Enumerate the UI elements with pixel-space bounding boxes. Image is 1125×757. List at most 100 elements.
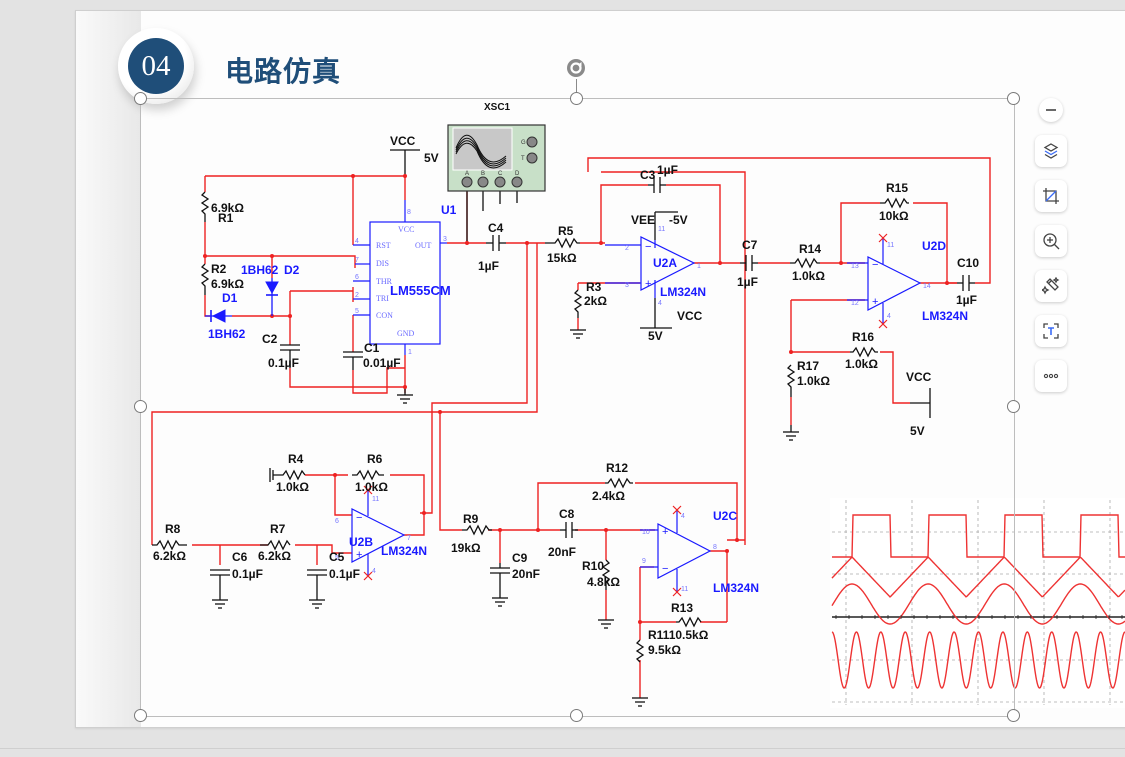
triangle-wave-trace <box>831 556 1125 598</box>
vcc-value: 5V <box>910 424 925 438</box>
rotate-handle-icon[interactable] <box>565 57 587 79</box>
resize-handle-left[interactable] <box>134 400 147 413</box>
svg-text:10: 10 <box>642 529 650 536</box>
c2-value: 0.1µF <box>268 356 299 370</box>
minus-sign: − <box>645 241 651 253</box>
u1-part: LM555CM <box>390 283 451 298</box>
d1-part: 1BH62 <box>208 327 246 341</box>
layers-button[interactable] <box>1035 135 1067 167</box>
chip-u1[interactable]: VCC RST OUT DIS THR TRI CON GND 8 4 3 7 … <box>353 200 457 356</box>
c9-ref: C9 <box>512 551 528 565</box>
plus-sign: + <box>872 296 878 308</box>
opamp-u2b[interactable]: − + <box>351 490 406 575</box>
r9-value: 19kΩ <box>451 541 481 555</box>
u2c-ref: U2C <box>713 509 737 523</box>
resize-handle-bottom-left[interactable] <box>134 709 147 722</box>
u2d-part: LM324N <box>922 309 968 323</box>
square-wave-trace <box>832 514 1125 558</box>
terminal-label: G <box>521 140 526 146</box>
d2-ref: D2 <box>284 263 300 277</box>
layers-icon <box>1043 143 1059 159</box>
c7-ref: C7 <box>742 238 758 252</box>
svg-text:7: 7 <box>407 535 411 542</box>
svg-text:4: 4 <box>372 568 376 575</box>
svg-text:12: 12 <box>851 300 859 307</box>
zoom-in-button[interactable] <box>1035 225 1067 257</box>
channel-label: B <box>481 171 485 177</box>
pin-num: 2 <box>355 292 359 299</box>
vee-value: -5V <box>669 213 688 227</box>
c10-value: 1µF <box>956 293 977 307</box>
u2b-part: LM324N <box>381 544 427 558</box>
sine-wave-trace <box>831 583 1125 625</box>
slide-title[interactable]: 电路仿真 <box>225 55 342 88</box>
r17-ref: R17 <box>797 359 819 373</box>
svg-text:11: 11 <box>681 586 688 593</box>
r3-value: 2kΩ <box>584 294 607 308</box>
r2-ref: R2 <box>211 262 227 276</box>
u2d-ref: U2D <box>922 239 946 253</box>
c9-value: 20nF <box>512 567 540 581</box>
r4-value: 1.0kΩ <box>276 480 309 494</box>
more-icon <box>1043 373 1059 379</box>
pin-num: 1 <box>408 349 412 356</box>
svg-text:8: 8 <box>713 544 717 551</box>
rotate-stem <box>576 79 577 93</box>
magic-wand-button[interactable] <box>1035 270 1067 302</box>
svg-text:14: 14 <box>923 283 931 290</box>
c8-value: 20nF <box>548 545 576 559</box>
magic-wand-icon <box>1042 277 1060 295</box>
pin-label-dis: DIS <box>376 259 389 268</box>
c8-ref: C8 <box>559 507 575 521</box>
pin-label-thr: THR <box>376 277 393 286</box>
c3-ref: C3 <box>640 168 656 182</box>
crop-button[interactable] <box>1035 180 1067 212</box>
resize-handle-top-right[interactable] <box>1007 92 1020 105</box>
minus-icon <box>1046 109 1056 111</box>
c4-value: 1µF <box>478 259 499 273</box>
opamp-u2c[interactable]: + − <box>640 510 712 592</box>
c1-value: 0.01µF <box>363 356 401 370</box>
diode-d1 <box>205 309 232 323</box>
c6-value: 0.1µF <box>232 567 263 581</box>
vcc-label: VCC <box>906 370 932 384</box>
d1-ref: D1 <box>222 291 238 305</box>
r17-value: 1.0kΩ <box>797 374 830 388</box>
u1-ref: U1 <box>441 203 457 217</box>
oscilloscope-xsc1[interactable]: A B C D G T XSC1 <box>447 102 546 192</box>
resize-handle-top-left[interactable] <box>134 92 147 105</box>
collapse-button[interactable] <box>1039 98 1063 122</box>
resize-handle-bottom-right[interactable] <box>1007 709 1020 722</box>
resize-handle-right[interactable] <box>1007 400 1020 413</box>
channel-label: C <box>498 171 503 177</box>
c2-ref: C2 <box>262 332 278 346</box>
resize-handle-top[interactable] <box>570 92 583 105</box>
c1-ref: C1 <box>364 341 380 355</box>
svg-text:11: 11 <box>372 496 379 503</box>
oscilloscope-name: XSC1 <box>484 102 511 113</box>
resize-handle-bottom[interactable] <box>570 709 583 722</box>
extract-text-button[interactable] <box>1035 315 1067 347</box>
opamp-u2a[interactable]: − + <box>605 236 696 298</box>
selection-frame <box>140 98 1015 717</box>
c4-ref: C4 <box>488 221 504 235</box>
r10-ref: R10 <box>582 559 604 573</box>
svg-text:4: 4 <box>658 300 662 307</box>
pin-num: 8 <box>407 209 411 216</box>
c7-value: 1µF <box>737 275 758 289</box>
terminal-label: T <box>521 156 525 162</box>
minus-sign: − <box>872 259 878 271</box>
pin-label-out: OUT <box>415 241 432 250</box>
r13-ref: R13 <box>671 601 693 615</box>
r14-ref: R14 <box>799 242 821 256</box>
r8-value: 6.2kΩ <box>153 549 186 563</box>
svg-text:2: 2 <box>625 245 629 252</box>
r6-ref: R6 <box>367 452 383 466</box>
plus-sign: + <box>645 278 651 290</box>
r6-value: 1.0kΩ <box>355 480 388 494</box>
more-button[interactable] <box>1035 360 1067 392</box>
plus-sign: + <box>356 549 362 561</box>
opamp-u2d[interactable]: − + <box>847 238 922 324</box>
section-badge: 04 <box>118 28 194 104</box>
